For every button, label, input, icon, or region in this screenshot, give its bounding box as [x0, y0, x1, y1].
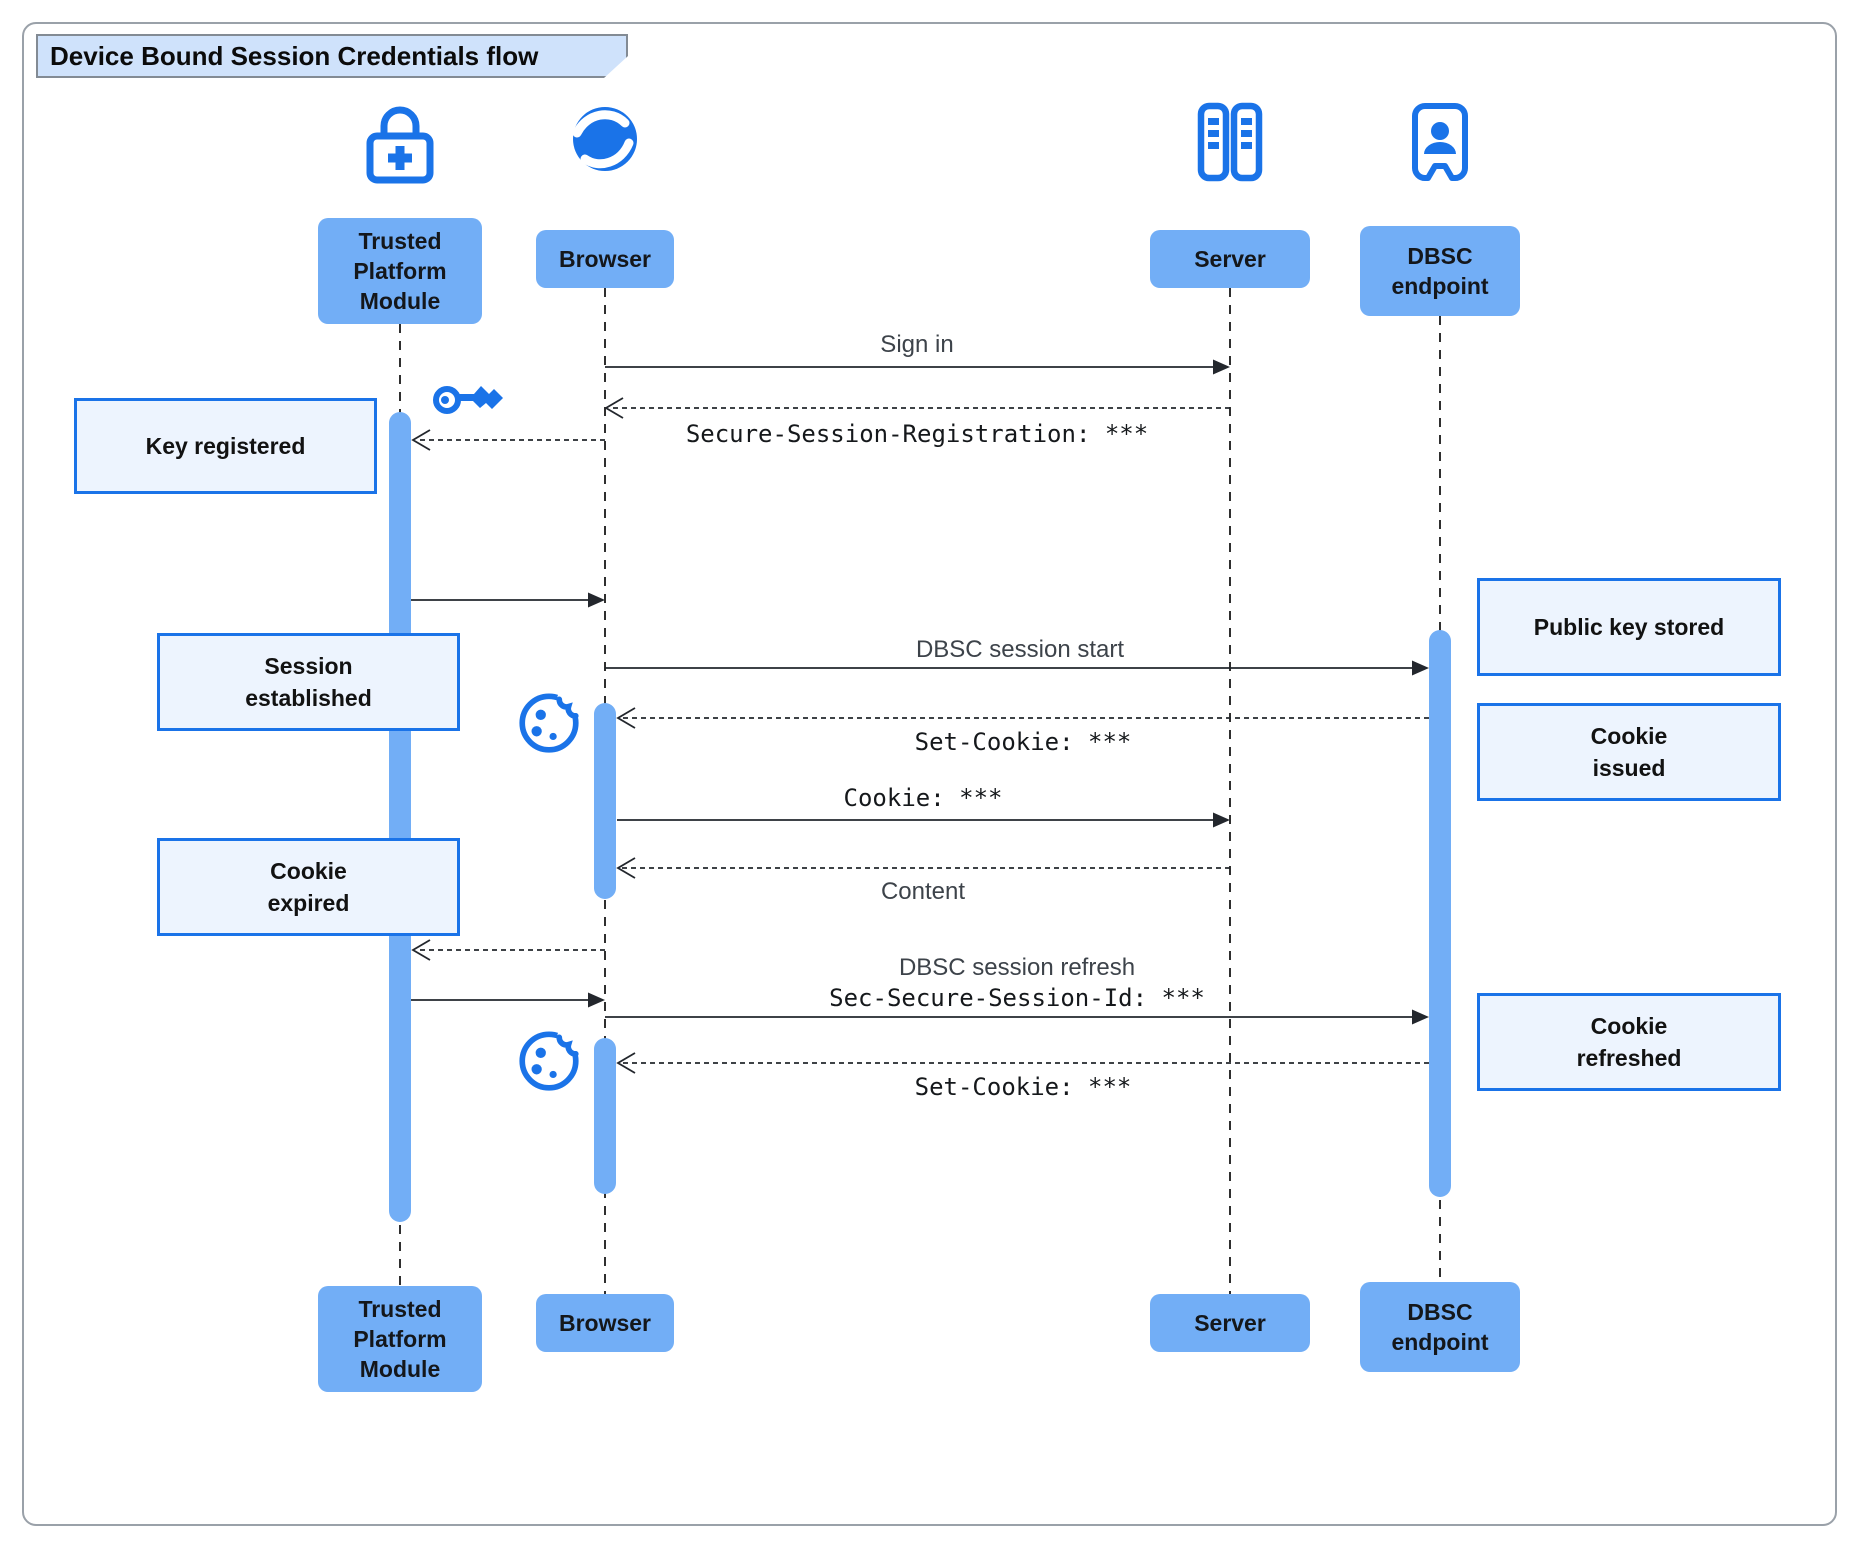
arrow-browser-to-tpm-refresh	[411, 939, 605, 961]
note-line: Cookie	[270, 858, 347, 884]
diagram-title-text: Device Bound Session Credentials flow	[50, 40, 539, 71]
arrow-content	[616, 857, 1230, 879]
actor-label-line: Server	[1194, 1310, 1266, 1336]
actor-tpm-bottom: Trusted Platform Module	[318, 1286, 482, 1392]
lock-plus-icon	[366, 106, 434, 184]
diagram-title: Device Bound Session Credentials flow	[36, 34, 628, 78]
actor-label-line: DBSC	[1407, 1299, 1473, 1325]
arrow-browser-to-tpm-register	[411, 429, 605, 451]
actor-tpm-top: Trusted Platform Module	[318, 218, 482, 324]
key-icon	[433, 386, 503, 414]
arrow-set-cookie-issued	[616, 707, 1429, 729]
note-key-registered: Key registered	[74, 398, 377, 494]
note-line: refreshed	[1576, 1045, 1682, 1071]
actor-label-line: Module	[359, 288, 441, 314]
activation-dbsc-endpoint	[1429, 630, 1451, 1197]
globe-icon	[572, 107, 637, 171]
arrow-dbsc-session-refresh	[605, 1009, 1429, 1025]
activation-browser-1	[594, 703, 616, 899]
arrow-tpm-to-browser-key	[411, 592, 605, 608]
note-line: Cookie	[1590, 1013, 1668, 1039]
actor-dbsc-bottom: DBSC endpoint	[1360, 1282, 1520, 1372]
cookie-icon	[519, 1024, 584, 1091]
arrow-cookie-send	[617, 812, 1230, 828]
actor-server-top: Server	[1150, 230, 1310, 288]
server-rack-icon	[1197, 102, 1263, 182]
actor-label-line: Browser	[558, 246, 652, 272]
actor-dbsc-top: DBSC endpoint	[1360, 226, 1520, 316]
note-line: Public key stored	[1533, 614, 1725, 640]
actor-label-line: endpoint	[1391, 1329, 1489, 1355]
arrow-dbsc-session-start	[605, 660, 1429, 676]
note-line: issued	[1592, 755, 1666, 781]
actor-label-line: Trusted	[358, 228, 442, 254]
message-label-cookie: Cookie: ***	[843, 784, 1003, 812]
note-cookie-expired: Cookie expired	[157, 838, 460, 936]
note-line: Session	[264, 653, 353, 679]
cookie-icon	[519, 686, 584, 753]
actor-label-line: Platform	[353, 1326, 447, 1352]
arrow-tpm-to-browser-sign	[411, 992, 605, 1008]
message-label-sec-secure-session-id: Sec-Secure-Session-Id: ***	[829, 984, 1205, 1012]
message-label-sign-in: Sign in	[880, 331, 954, 358]
message-label-set-cookie-refreshed: Set-Cookie: ***	[914, 1073, 1132, 1101]
activation-tpm	[389, 412, 411, 1222]
actor-server-bottom: Server	[1150, 1294, 1310, 1352]
message-label-set-cookie-issued: Set-Cookie: ***	[914, 728, 1132, 756]
note-public-key-stored: Public key stored	[1477, 578, 1781, 676]
arrow-sign-in	[605, 359, 1230, 375]
actor-label-line: Server	[1194, 246, 1266, 272]
note-line: Key registered	[145, 433, 306, 459]
actor-label-line: DBSC	[1407, 243, 1473, 269]
actor-label-line: Trusted	[358, 1296, 442, 1322]
actor-label-line: Platform	[353, 258, 447, 284]
message-label-content: Content	[880, 878, 966, 905]
actor-label-line: endpoint	[1391, 273, 1489, 299]
message-label-secure-session-registration: Secure-Session-Registration: ***	[685, 420, 1149, 448]
actor-label-line: Browser	[558, 1310, 652, 1336]
endpoint-person-icon	[1412, 103, 1468, 181]
message-label-dbsc-session-start: DBSC session start	[915, 636, 1125, 663]
note-session-established: Session established	[157, 633, 460, 731]
actor-label-line: Module	[359, 1356, 441, 1382]
note-cookie-issued: Cookie issued	[1477, 703, 1781, 801]
actor-browser-bottom: Browser	[536, 1294, 674, 1352]
arrow-set-cookie-refreshed	[616, 1052, 1429, 1074]
activation-browser-2	[594, 1038, 616, 1194]
actor-browser-top: Browser	[536, 230, 674, 288]
message-label-dbsc-session-refresh: DBSC session refresh	[898, 954, 1136, 981]
arrow-secure-session-registration	[604, 397, 1230, 419]
note-cookie-refreshed: Cookie refreshed	[1477, 993, 1781, 1091]
note-line: Cookie	[1590, 723, 1668, 749]
note-line: expired	[267, 890, 350, 916]
note-line: established	[245, 685, 372, 711]
